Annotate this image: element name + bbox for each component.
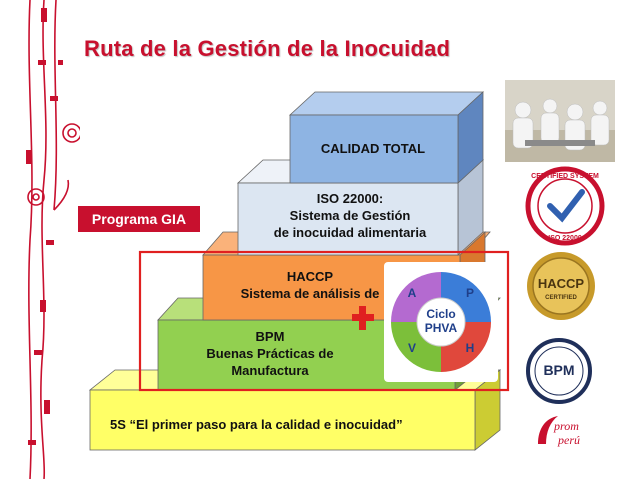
cycle-p: P	[466, 286, 474, 300]
programa-gia-badge: Programa GIA	[78, 206, 200, 232]
iso-badge-top-text: CERTIFIED SYSTEM	[531, 173, 599, 180]
step-calidad-shape	[288, 91, 485, 184]
pdca-cycle-icon	[384, 262, 498, 382]
haccp-line-2: Sistema de análisis de	[240, 286, 380, 301]
haccp-seal: HACCP CERTIFIED	[527, 252, 595, 320]
page-title: Ruta de la Gestión de la Inocuidad	[84, 36, 451, 61]
iso-line-3: de inocuidad alimentaria	[273, 225, 427, 240]
promperu-text-2: perú	[557, 433, 580, 447]
haccp-seal-sub: CERTIFIED	[545, 295, 577, 301]
cross-icon	[352, 306, 374, 330]
step-calidad-label: CALIDAD TOTAL	[320, 141, 426, 156]
step-iso-label: ISO 22000: Sistema de Gestión de inocuid…	[240, 190, 460, 241]
iso-line-1: ISO 22000:	[316, 191, 384, 206]
promperu-logo: prom perú	[538, 416, 580, 447]
cycle-a: A	[408, 286, 417, 300]
cycle-h: H	[466, 341, 475, 355]
bpm-seal-text: BPM	[543, 362, 574, 378]
cycle-v: V	[408, 341, 416, 355]
step-haccp-label: HACCP Sistema de análisis de	[200, 268, 420, 302]
highlight-frame	[138, 250, 510, 392]
step-5s-label: 5S “El primer paso para la calidad e ino…	[110, 417, 403, 432]
cycle-title-1: Ciclo	[426, 307, 455, 321]
iso-certified-badge: CERTIFIED SYSTEM ISO 22000	[525, 166, 605, 246]
bpm-line-2: Buenas Prácticas de	[206, 346, 334, 361]
workers-photo	[505, 80, 615, 162]
haccp-line-1: HACCP	[286, 269, 334, 284]
bpm-line-1: BPM	[255, 329, 285, 344]
cycle-title-2: PHVA	[425, 321, 458, 335]
bpm-line-3: Manufactura	[231, 363, 309, 378]
iso-line-2: Sistema de Gestión	[289, 208, 411, 223]
bpm-seal: BPM	[526, 338, 592, 404]
haccp-seal-text: HACCP	[538, 276, 585, 291]
promperu-text-1: prom	[553, 419, 579, 433]
iso-badge-bottom-text: ISO 22000	[548, 235, 582, 242]
step-bpm-label: BPM Buenas Prácticas de Manufactura	[150, 328, 390, 379]
decorative-vine	[26, 0, 80, 479]
